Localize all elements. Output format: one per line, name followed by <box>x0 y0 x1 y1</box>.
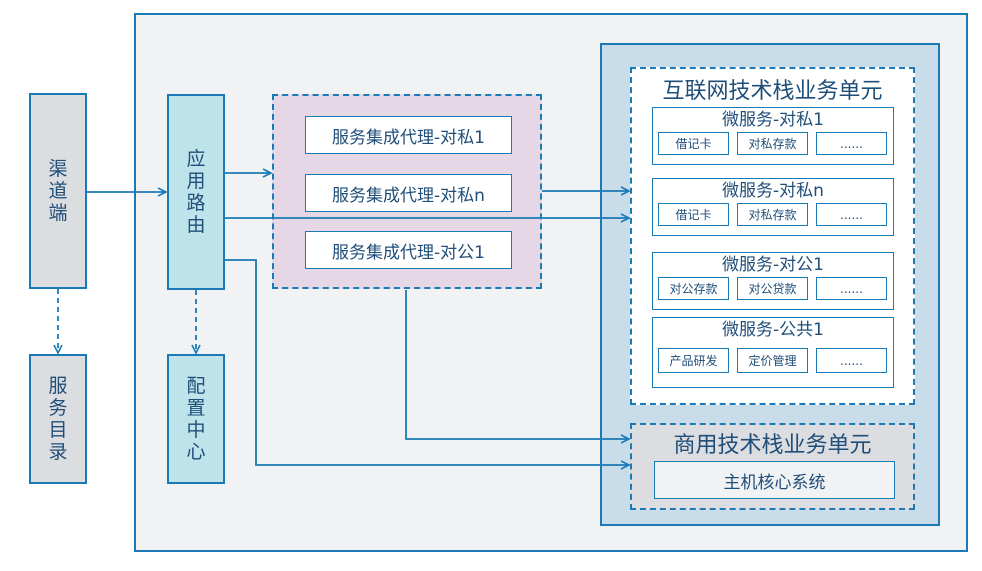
service-catalog-char: 服 <box>48 375 68 397</box>
commercial-unit-title: 商用技术栈业务单元 <box>673 433 872 458</box>
service-catalog-char: 目 <box>48 419 68 441</box>
microservice-title: 微服务-对公1 <box>722 255 824 275</box>
microservice-title: 微服务-对私n <box>722 181 824 201</box>
microservice-common-1[interactable]: 微服务-公共1 产品研发 定价管理 ...... <box>652 317 894 388</box>
app-router-char: 路 <box>186 192 206 214</box>
service-chip[interactable]: 借记卡 <box>658 203 729 226</box>
proxy-to-commercial-unit-arrow <box>405 290 629 439</box>
channel-char: 渠 <box>48 158 68 180</box>
service-chip-more[interactable]: ...... <box>816 348 887 373</box>
microservice-title: 微服务-公共1 <box>722 320 824 340</box>
microservice-title: 微服务-对私1 <box>722 110 824 130</box>
proxy-private-n[interactable]: 服务集成代理-对私n <box>305 174 512 212</box>
app-router-box[interactable]: 应 用 路 由 <box>167 94 225 290</box>
proxy-private-1[interactable]: 服务集成代理-对私1 <box>305 116 512 154</box>
service-chip[interactable]: 产品研发 <box>658 348 729 373</box>
config-center-box[interactable]: 配 置 中 心 <box>167 354 225 484</box>
microservice-private-1[interactable]: 微服务-对私1 借记卡 对私存款 ...... <box>652 107 894 165</box>
service-chip-more[interactable]: ...... <box>816 203 887 226</box>
config-center-char: 置 <box>186 397 206 419</box>
microservice-private-n[interactable]: 微服务-对私n 借记卡 对私存款 ...... <box>652 178 894 236</box>
service-chip[interactable]: 对公贷款 <box>737 277 808 300</box>
service-chip[interactable]: 对私存款 <box>737 203 808 226</box>
service-chip-more[interactable]: ...... <box>816 277 887 300</box>
service-chip[interactable]: 对公存款 <box>658 277 729 300</box>
service-catalog-char: 录 <box>48 441 68 463</box>
channel-char: 端 <box>48 202 68 224</box>
microservice-corporate-1[interactable]: 微服务-对公1 对公存款 对公贷款 ...... <box>652 252 894 310</box>
service-chip[interactable]: 借记卡 <box>658 132 729 155</box>
app-router-char: 由 <box>186 214 206 236</box>
router-to-commercial-unit-arrow <box>225 259 629 465</box>
internet-unit-title: 互联网技术栈业务单元 <box>662 79 883 104</box>
config-center-char: 中 <box>186 419 206 441</box>
mainframe-core-system[interactable]: 主机核心系统 <box>654 461 895 499</box>
service-chip[interactable]: 对私存款 <box>737 132 808 155</box>
channel-char: 道 <box>48 180 68 202</box>
config-center-char: 配 <box>186 375 206 397</box>
config-center-char: 心 <box>186 441 206 463</box>
service-catalog-box[interactable]: 服 务 目 录 <box>29 354 87 484</box>
service-catalog-char: 务 <box>48 397 68 419</box>
proxy-corporate-1[interactable]: 服务集成代理-对公1 <box>305 231 512 269</box>
service-chip[interactable]: 定价管理 <box>737 348 808 373</box>
service-chip-more[interactable]: ...... <box>816 132 887 155</box>
channel-box[interactable]: 渠 道 端 <box>29 93 87 289</box>
app-router-char: 用 <box>186 170 206 192</box>
app-router-char: 应 <box>186 148 206 170</box>
